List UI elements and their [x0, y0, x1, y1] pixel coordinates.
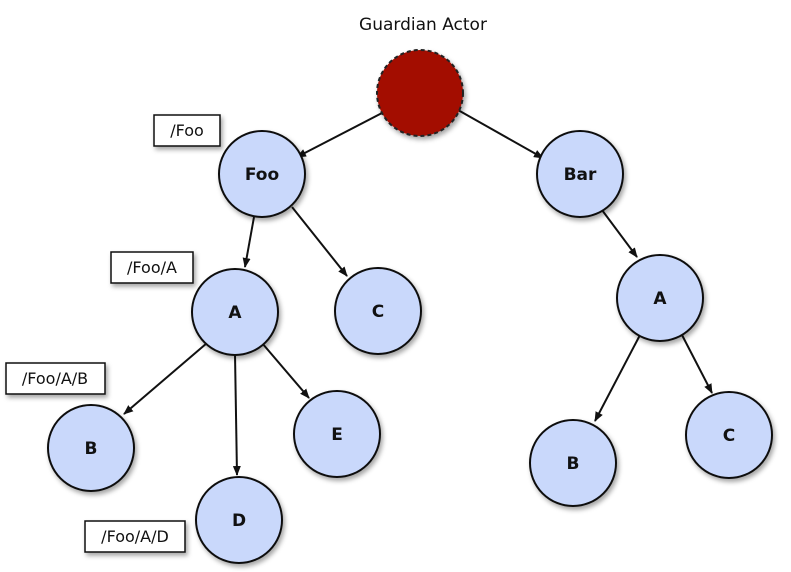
node-foo-a-d: D — [195, 476, 283, 564]
node-bar-label: Bar — [564, 165, 597, 185]
edge-bar-a-b — [594, 334, 641, 422]
path-label-foo-a-b: /Foo/A/B — [5, 362, 106, 395]
node-foo-a-label: A — [228, 303, 242, 323]
edge-root-bar — [457, 109, 544, 159]
guardian-actor-node: Guardian Actor — [359, 15, 487, 137]
node-foo-a-b: B — [47, 404, 135, 492]
guardian-actor-title: Guardian Actor — [359, 15, 487, 35]
node-foo-a-e: E — [293, 390, 381, 478]
node-bar: Bar — [536, 130, 624, 218]
guardian-actor-circle — [376, 49, 464, 137]
edge-root-foo — [296, 111, 385, 158]
node-foo-a: A — [191, 268, 279, 356]
node-foo-label: Foo — [245, 165, 279, 185]
edge-bar-a — [598, 205, 638, 258]
edge-foo-a — [242, 216, 255, 268]
path-label-foo: /Foo — [153, 114, 221, 147]
node-foo-circle — [218, 130, 306, 218]
node-bar-a-b-circle — [529, 419, 617, 507]
path-label-foo-a-d: /Foo/A/D — [84, 520, 186, 553]
node-foo-a-b-label: B — [85, 439, 98, 459]
path-label-foo-box — [153, 114, 221, 147]
node-bar-a-b-label: B — [567, 454, 580, 474]
node-foo-c-label: C — [372, 302, 384, 322]
node-foo-a-b-circle — [47, 404, 135, 492]
node-foo-a-d-circle — [195, 476, 283, 564]
node-bar-a-label: A — [653, 289, 667, 309]
node-foo-a-circle — [191, 268, 279, 356]
path-label-foo-a-b-text: /Foo/A/B — [22, 369, 88, 388]
node-foo-c: C — [334, 267, 422, 355]
path-label-foo-a-d-box — [84, 520, 186, 553]
node-bar-a-c: C — [685, 391, 773, 479]
path-label-foo-a-text: /Foo/A — [127, 258, 177, 277]
node-bar-a-b: B — [529, 419, 617, 507]
node-foo-a-e-circle — [293, 390, 381, 478]
edge-a-d — [232, 353, 241, 476]
node-bar-circle — [536, 130, 624, 218]
node-bar-a-c-label: C — [723, 426, 735, 446]
node-foo-a-e-label: E — [331, 425, 343, 445]
node-foo: Foo — [218, 130, 306, 218]
path-label-foo-a: /Foo/A — [110, 251, 194, 284]
path-label-foo-a-d-text: /Foo/A/D — [101, 527, 169, 546]
edges — [123, 109, 713, 476]
path-label-foo-a-b-box — [5, 362, 106, 395]
node-bar-a: A — [616, 254, 704, 342]
node-foo-c-circle — [334, 267, 422, 355]
node-bar-a-circle — [616, 254, 704, 342]
node-bar-a-c-circle — [685, 391, 773, 479]
edge-a-b — [123, 342, 208, 415]
edge-bar-a-c — [681, 334, 713, 394]
edge-foo-c — [291, 206, 348, 277]
path-label-foo-text: /Foo — [170, 121, 204, 140]
path-label-foo-a-box — [110, 251, 194, 284]
edge-a-e — [261, 342, 310, 399]
node-foo-a-d-label: D — [232, 511, 246, 531]
